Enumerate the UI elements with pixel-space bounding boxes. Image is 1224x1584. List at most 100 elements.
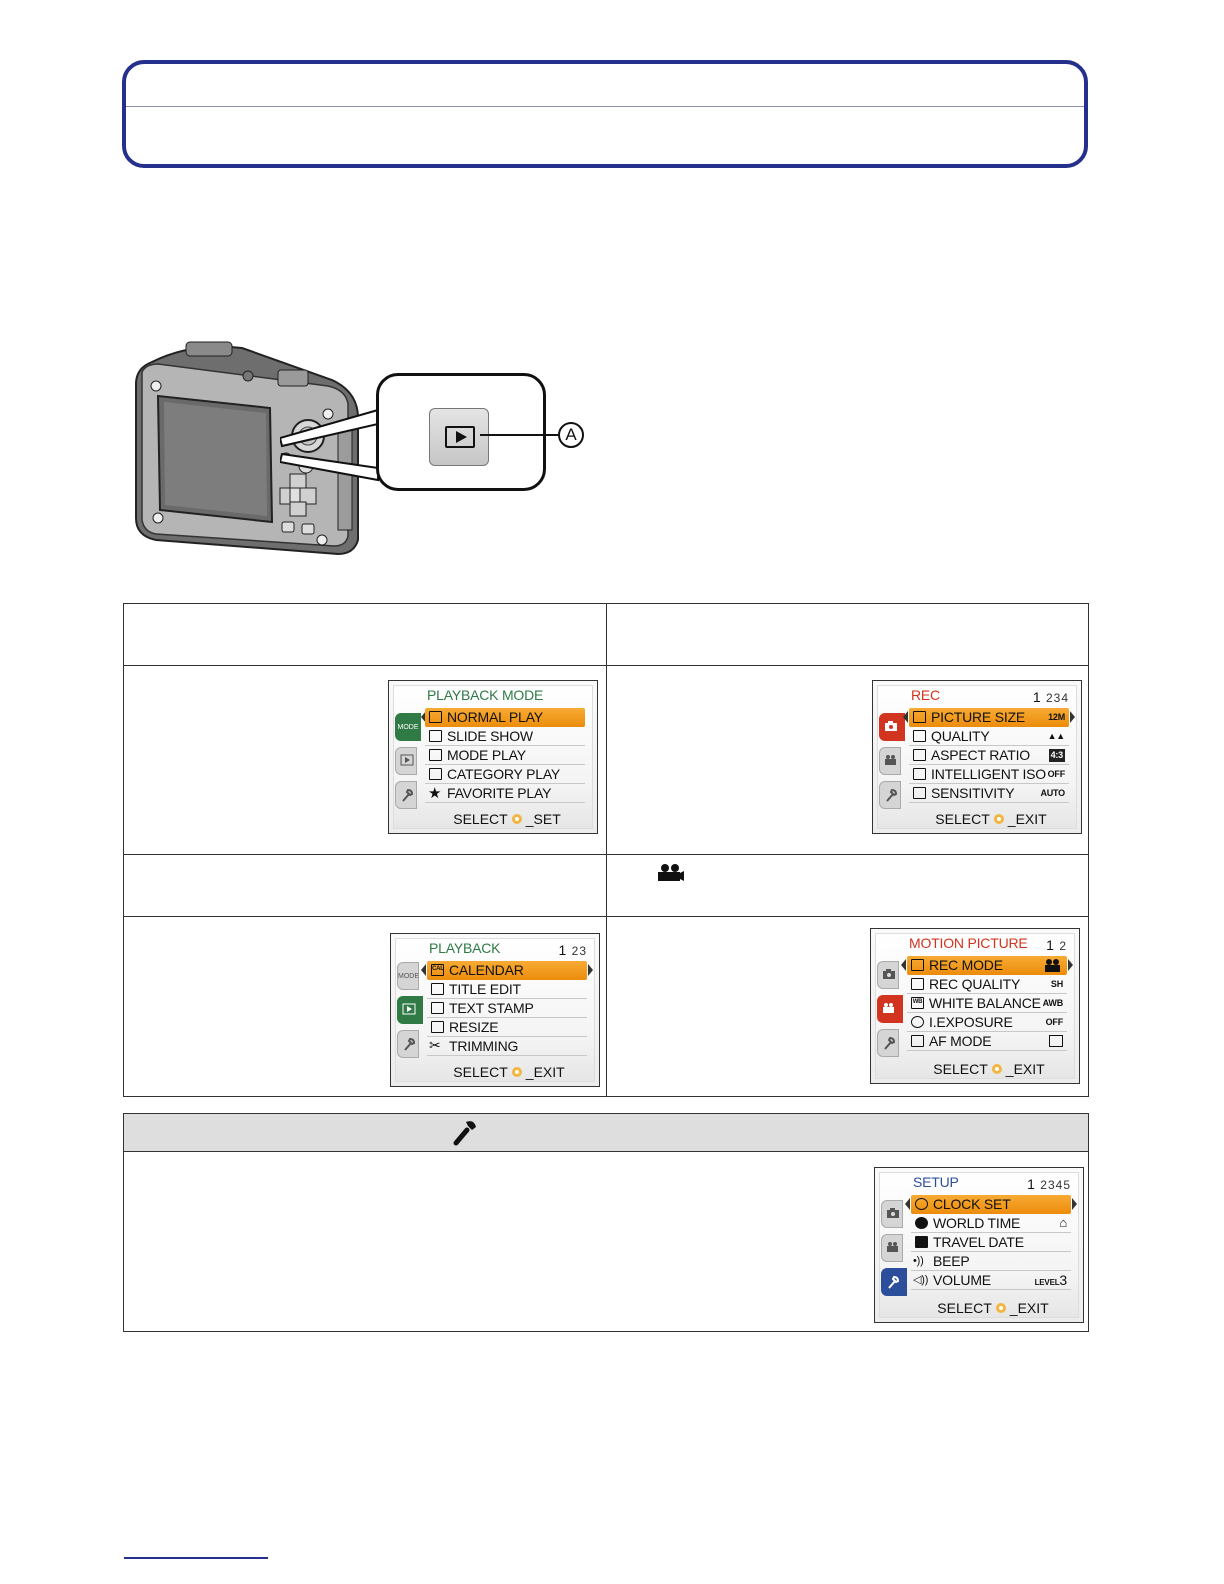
menu-item[interactable]: ★FAVORITE PLAY (425, 784, 585, 803)
camera-illustration (135, 341, 359, 556)
quality-value-icon: ▲▲ (1047, 731, 1066, 741)
header-divider (126, 106, 1084, 107)
play-icon (445, 426, 475, 448)
movie-camera-icon (658, 864, 684, 881)
table-row-divider (124, 854, 1088, 855)
page-right-arrow[interactable] (1070, 711, 1075, 723)
aspect-ratio-icon (913, 749, 926, 761)
wrench-icon (402, 788, 414, 802)
tab-setup[interactable] (879, 781, 901, 809)
menu-item[interactable]: SLIDE SHOW (425, 727, 585, 746)
page-right-arrow[interactable] (1068, 959, 1073, 971)
wrench-icon (888, 1275, 900, 1289)
setup-header-bar (124, 1114, 1088, 1152)
screen-footer: SELECT_EXIT (937, 1300, 1049, 1316)
menu-item[interactable]: WORLD TIME⌂ (911, 1214, 1071, 1233)
star-icon: ★ (428, 785, 442, 802)
exposure-icon (911, 1016, 924, 1028)
menu-item[interactable]: REC MODE (907, 956, 1067, 975)
tab-setup[interactable] (397, 1030, 419, 1058)
menu-table (123, 603, 1089, 1097)
tab-rec[interactable] (877, 961, 899, 989)
white-balance-icon: WB (911, 997, 924, 1009)
tab-playback-mode[interactable]: MODE (395, 713, 421, 741)
dial-icon (992, 1301, 1010, 1315)
menu-item[interactable]: NORMAL PLAY (425, 708, 585, 727)
page-left-arrow[interactable] (421, 711, 426, 723)
menu-item[interactable]: MODE PLAY (425, 746, 585, 765)
menu-item[interactable]: ✂TRIMMING (427, 1037, 587, 1056)
wrench-icon (884, 1036, 896, 1050)
dial-icon (508, 1065, 526, 1079)
calendar-icon: CAL (431, 964, 444, 976)
camera-icon (885, 721, 897, 731)
tab-setup[interactable] (395, 781, 417, 809)
slideshow-icon (429, 730, 442, 742)
tab-motion-picture[interactable] (879, 747, 901, 775)
tab-setup[interactable] (881, 1268, 907, 1296)
tab-motion-picture[interactable] (877, 995, 903, 1023)
tab-playback[interactable] (395, 747, 417, 775)
home-icon: ⌂ (1059, 1215, 1067, 1230)
iso-icon (913, 787, 926, 799)
menu-item[interactable]: CLOCK SET (911, 1195, 1071, 1214)
menu-item[interactable]: RESIZE (427, 1018, 587, 1037)
page-left-arrow[interactable] (901, 959, 906, 971)
movie-camera-icon (885, 755, 896, 765)
page-left-arrow[interactable] (905, 1198, 910, 1210)
play-icon (400, 754, 414, 766)
suitcase-icon (915, 1236, 928, 1248)
tab-playback[interactable] (397, 996, 423, 1024)
mode-play-icon (429, 749, 442, 761)
movie-camera-icon (883, 1003, 894, 1013)
play-icon (402, 1003, 416, 1015)
section-header-frame (122, 60, 1088, 168)
resize-icon (431, 1021, 444, 1033)
camera-icon (887, 1208, 899, 1218)
playback-button[interactable] (429, 408, 489, 466)
tab-setup[interactable] (877, 1029, 899, 1057)
tab-playback-mode[interactable]: MODE (397, 962, 419, 990)
menu-item[interactable]: AF MODE (907, 1032, 1067, 1051)
quality-icon (913, 730, 926, 742)
menu-item[interactable]: QUALITY▲▲ (909, 727, 1069, 746)
menu-item[interactable]: •))BEEP (911, 1252, 1071, 1271)
table-row-divider (124, 916, 1088, 917)
menu-item[interactable]: TITLE EDIT (427, 980, 587, 999)
text-stamp-icon (431, 1002, 444, 1014)
screen-footer: SELECT_EXIT (453, 1064, 565, 1080)
tab-rec[interactable] (881, 1200, 903, 1228)
menu-item[interactable]: CATEGORY PLAY (425, 765, 585, 784)
tab-motion-picture[interactable] (881, 1234, 903, 1262)
menu-item[interactable]: TRAVEL DATE (911, 1233, 1071, 1252)
page-left-arrow[interactable] (421, 964, 426, 976)
table-row-divider (124, 665, 1088, 666)
screen-title: REC (911, 687, 940, 703)
wrench-icon (404, 1037, 416, 1051)
page-right-arrow[interactable] (588, 964, 593, 976)
screen-title: MOTION PICTURE (909, 935, 1028, 951)
tab-rec[interactable] (879, 713, 905, 741)
screen-title: PLAYBACK MODE (427, 687, 544, 703)
page-left-arrow[interactable] (903, 711, 908, 723)
menu-item[interactable]: TEXT STAMP (427, 999, 587, 1018)
rec-mode-icon (911, 959, 924, 971)
clock-icon (915, 1198, 928, 1210)
page-indicator: 1 234 (1032, 689, 1069, 705)
screen-title: PLAYBACK (429, 940, 501, 956)
screen-title: SETUP (913, 1174, 959, 1190)
page-right-arrow[interactable] (1072, 1198, 1077, 1210)
bottom-link-underline (124, 1557, 268, 1559)
